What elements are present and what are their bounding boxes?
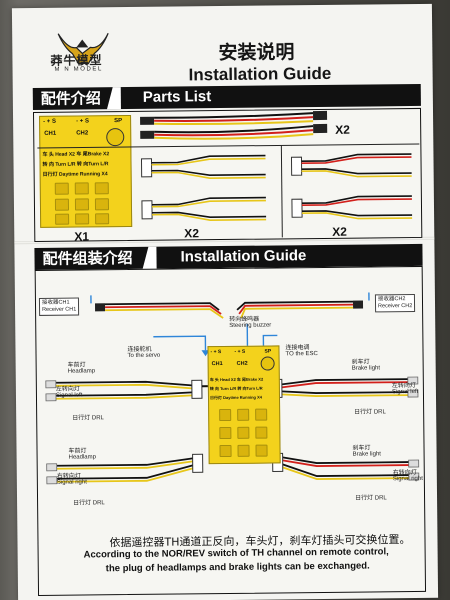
parts-band-divider [106,87,121,110]
led-harness-red [290,153,413,220]
signal-right-label-2: 右转向灯 Signal right [392,470,423,483]
receiver-ch2-label: 接收器CH2 Receiver CH2 [374,294,416,313]
socket-cell [219,408,232,422]
installed-ch1: CH1 [211,361,223,368]
signal-right-label-1: 右转向灯 Signal right [56,473,87,486]
installed-row-3: 日行灯 Daytime Running X4 [209,394,263,401]
receiver-lead-ch1 [94,302,224,319]
socket-cell [255,408,268,421]
servo-label: 连接舵机 To the servo [127,346,161,360]
buzzer-icon [260,356,275,371]
signal-left-label-1: 左转向灯 Signal left [55,386,83,399]
headlamp-label-1: 车前灯 Headlamp [67,362,96,375]
socket-cell [219,426,232,440]
drl-label-1: 日行灯 DRL [72,415,104,422]
left-harness-top [55,379,212,400]
controller-module-installed: - + S - + S SP CH1 CH2 车 头 Head X2 车 尾Br… [207,345,281,465]
right-harness-top [271,378,408,399]
drl-label-2: 日行灯 DRL [73,500,105,507]
parts-wiring-graphics [37,110,420,238]
bull-logo-icon [57,32,109,65]
left-harness-bottom [56,453,204,483]
receiver-ch1-label: 接收器CH1 Receiver CH1 [38,297,80,316]
led-harness-yellow [140,154,267,221]
brake-label-2: 刹车灯 Brake light [352,445,381,458]
brake-label-1: 刹车灯 Brake light [351,359,381,372]
installed-plus-s-2: - + S [234,348,246,355]
servo-lead-1 [140,110,328,126]
drl-label-4: 日行灯 DRL [355,495,387,502]
drl-label-3: 日行灯 DRL [354,409,386,416]
socket-cell [255,426,268,439]
headlamp-label-2: 车前灯 Headlamp [68,448,97,461]
installed-plus-s-1: - + S [210,349,222,356]
socket-cell [237,444,250,457]
esc-label: 连接电调 TO the ESC [285,345,318,358]
installed-sp-label: SP [264,348,272,355]
socket-cell [219,444,232,458]
steering-buzzer-label: 转向蜂鸣器 Steering buzzer [229,316,272,329]
instruction-sheet: 莽牛模型 M N MODEL 安装说明 Installation Guide 配… [11,3,439,600]
led-bulbs [45,376,420,485]
installed-ch2: CH2 [236,360,248,367]
servo-lead-2 [140,123,328,140]
socket-cell [237,408,250,421]
socket-cell [237,426,250,439]
installed-row-2: 转 向 Turn L/R 转 向Turn L/R [209,385,263,392]
receiver-lead-ch2 [236,300,364,319]
signal-left-label-2: 左转向灯 Signal left [391,383,419,396]
installed-row-1: 车 头 Head X2 车 尾Brake X2 [209,376,264,383]
right-harness-bottom [272,452,409,480]
install-band-divider [142,246,157,269]
socket-cell [255,444,268,457]
